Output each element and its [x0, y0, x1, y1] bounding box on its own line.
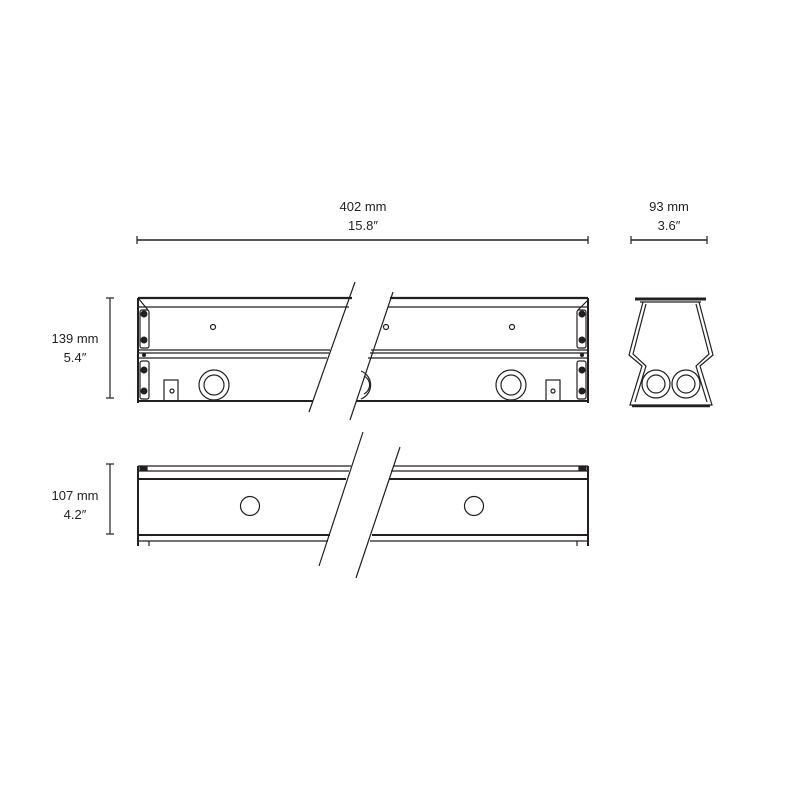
break-line — [355, 446, 401, 579]
height-front-imperial: 5.4″ — [63, 350, 87, 365]
width-dimension-line — [630, 236, 708, 244]
break-line — [308, 281, 356, 413]
break-line — [349, 291, 394, 421]
height-back-dimension-label: 107 mm 4.2″ — [40, 486, 110, 524]
height-front-dimension-line — [106, 297, 114, 399]
height-back-metric: 107 mm — [51, 488, 99, 503]
length-dimension-label: 402 mm 15.8″ — [313, 197, 413, 235]
height-back-dimension-line — [106, 463, 114, 535]
width-imperial: 3.6″ — [657, 218, 681, 233]
height-back-imperial: 4.2″ — [63, 507, 87, 522]
length-imperial: 15.8″ — [348, 218, 378, 233]
side-elevation-view — [628, 297, 714, 408]
length-metric: 402 mm — [339, 199, 387, 214]
length-dimension-line — [136, 236, 589, 244]
break-line — [318, 431, 364, 567]
width-dimension-label: 93 mm 3.6″ — [619, 197, 719, 235]
rear-elevation-view — [137, 431, 589, 579]
height-front-dimension-label: 139 mm 5.4″ — [40, 329, 110, 367]
front-elevation-view — [137, 281, 589, 421]
height-front-metric: 139 mm — [51, 331, 99, 346]
width-metric: 93 mm — [649, 199, 689, 214]
